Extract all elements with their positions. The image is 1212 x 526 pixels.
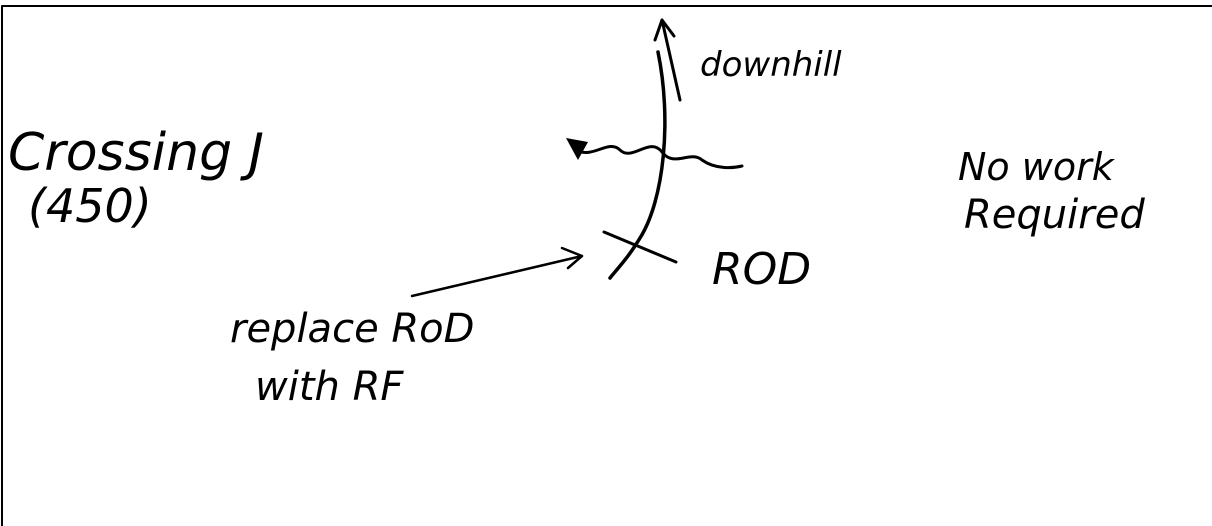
trail-end-marker-icon (566, 138, 588, 160)
status-line-2: Required (964, 192, 1145, 238)
page-border (1, 5, 1212, 526)
crossing-code: (450) (28, 179, 152, 233)
rod-label: ROD (712, 244, 811, 295)
stream-line (608, 50, 667, 280)
crossing-title: Crossing J (8, 123, 264, 183)
downhill-arrow-icon (653, 18, 682, 102)
pointer-arrow-icon (410, 246, 584, 298)
note-line-1: replace RoD (230, 306, 474, 352)
trail-squiggle (572, 145, 744, 170)
rod-cross-mark (602, 230, 678, 264)
downhill-label: downhill (700, 45, 842, 85)
note-line-2: with RF (255, 364, 404, 410)
status-line-1: No work (958, 145, 1116, 189)
